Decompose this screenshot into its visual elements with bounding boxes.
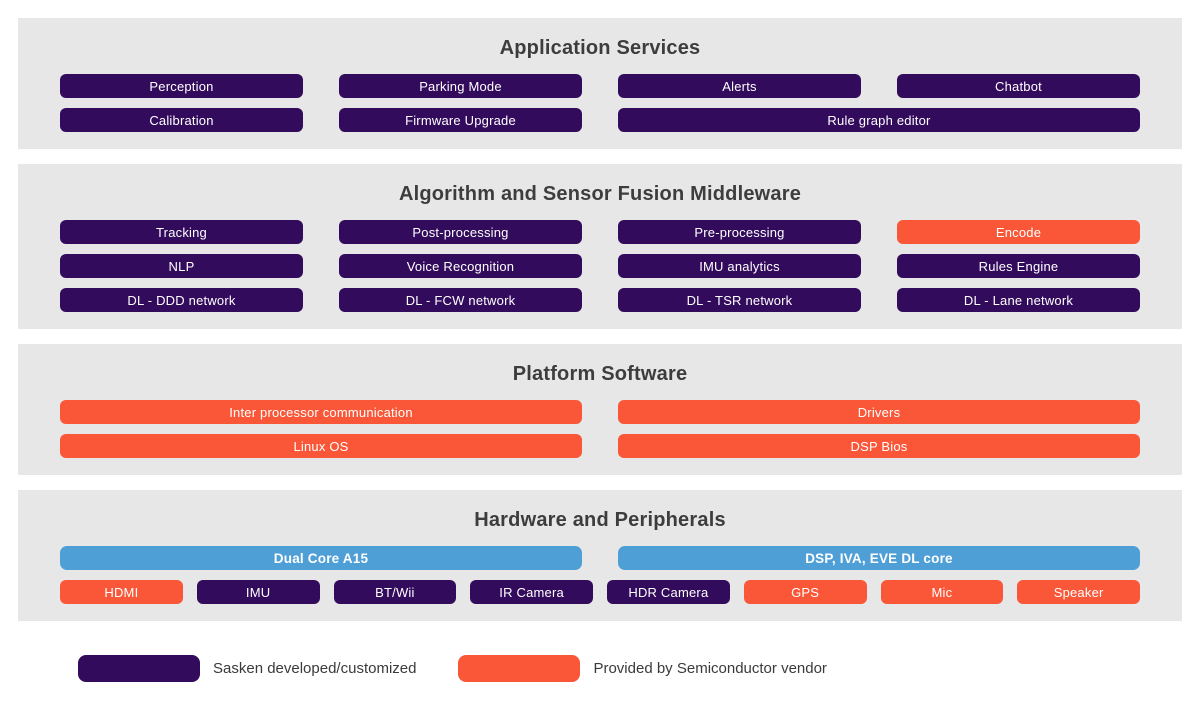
legend-swatch-vendor bbox=[458, 655, 581, 682]
block-imu-analytics: IMU analytics bbox=[618, 254, 861, 278]
block-nlp: NLP bbox=[60, 254, 303, 278]
section-title: Platform Software bbox=[512, 363, 688, 385]
block-chatbot: Chatbot bbox=[897, 74, 1140, 98]
block-row: Perception Parking Mode Alerts Chatbot bbox=[60, 74, 1140, 98]
block-parking-mode: Parking Mode bbox=[339, 74, 582, 98]
block-tracking: Tracking bbox=[60, 220, 303, 244]
block-hdr-camera: HDR Camera bbox=[607, 580, 730, 604]
block-dsp-bios: DSP Bios bbox=[618, 434, 1140, 458]
block-imu: IMU bbox=[196, 580, 320, 604]
block-row: HDMI IMU BT/Wii IR Camera HDR Camera GPS… bbox=[60, 580, 1140, 604]
block-speaker: Speaker bbox=[1017, 580, 1140, 604]
block-dl-lane-network: DL - Lane network bbox=[897, 288, 1140, 312]
block-dl-ddd-network: DL - DDD network bbox=[60, 288, 303, 312]
block-rule-graph-editor: Rule graph editor bbox=[618, 108, 1140, 132]
block-row: Tracking Post-processing Pre-processing … bbox=[60, 220, 1140, 244]
block-hdmi: HDMI bbox=[60, 580, 183, 604]
block-perception: Perception bbox=[60, 74, 303, 98]
section-title: Hardware and Peripherals bbox=[474, 509, 726, 531]
section-algorithm-sensor-fusion-middleware: Algorithm and Sensor Fusion Middleware T… bbox=[18, 164, 1182, 329]
section-title: Application Services bbox=[499, 37, 701, 59]
block-row: Dual Core A15 DSP, IVA, EVE DL core bbox=[60, 546, 1140, 570]
legend: Sasken developed/customized Provided by … bbox=[78, 655, 1182, 682]
block-gps: GPS bbox=[743, 580, 867, 604]
legend-item-vendor: Provided by Semiconductor vendor bbox=[458, 655, 827, 682]
block-mic: Mic bbox=[880, 580, 1004, 604]
block-row: Calibration Firmware Upgrade Rule graph … bbox=[60, 108, 1140, 132]
block-inter-processor-communication: Inter processor communication bbox=[60, 400, 582, 424]
block-row: Linux OS DSP Bios bbox=[60, 434, 1140, 458]
block-linux-os: Linux OS bbox=[60, 434, 582, 458]
block-encode: Encode bbox=[897, 220, 1140, 244]
legend-item-sasken: Sasken developed/customized bbox=[78, 655, 416, 682]
block-row: NLP Voice Recognition IMU analytics Rule… bbox=[60, 254, 1140, 278]
block-dl-tsr-network: DL - TSR network bbox=[618, 288, 861, 312]
block-rules-engine: Rules Engine bbox=[897, 254, 1140, 278]
legend-swatch-sasken bbox=[78, 655, 200, 682]
section-application-services: Application Services Perception Parking … bbox=[18, 18, 1182, 149]
section-title: Algorithm and Sensor Fusion Middleware bbox=[398, 183, 802, 205]
block-firmware-upgrade: Firmware Upgrade bbox=[339, 108, 582, 132]
section-platform-software: Platform Software Inter processor commun… bbox=[18, 344, 1182, 475]
block-dl-fcw-network: DL - FCW network bbox=[339, 288, 582, 312]
block-post-processing: Post-processing bbox=[339, 220, 582, 244]
legend-label-vendor: Provided by Semiconductor vendor bbox=[593, 660, 827, 677]
block-dsp-iva-eve-dl-core: DSP, IVA, EVE DL core bbox=[618, 546, 1140, 570]
block-row: DL - DDD network DL - FCW network DL - T… bbox=[60, 288, 1140, 312]
block-calibration: Calibration bbox=[60, 108, 303, 132]
block-ir-camera: IR Camera bbox=[470, 580, 593, 604]
block-voice-recognition: Voice Recognition bbox=[339, 254, 582, 278]
block-drivers: Drivers bbox=[618, 400, 1140, 424]
block-pre-processing: Pre-processing bbox=[618, 220, 861, 244]
block-bt-wii: BT/Wii bbox=[333, 580, 457, 604]
architecture-diagram: Application Services Perception Parking … bbox=[18, 18, 1182, 682]
section-hardware-and-peripherals: Hardware and Peripherals Dual Core A15 D… bbox=[18, 490, 1182, 621]
block-dual-core-a15: Dual Core A15 bbox=[60, 546, 582, 570]
legend-label-sasken: Sasken developed/customized bbox=[213, 660, 417, 677]
block-alerts: Alerts bbox=[618, 74, 861, 98]
block-row: Inter processor communication Drivers bbox=[60, 400, 1140, 424]
